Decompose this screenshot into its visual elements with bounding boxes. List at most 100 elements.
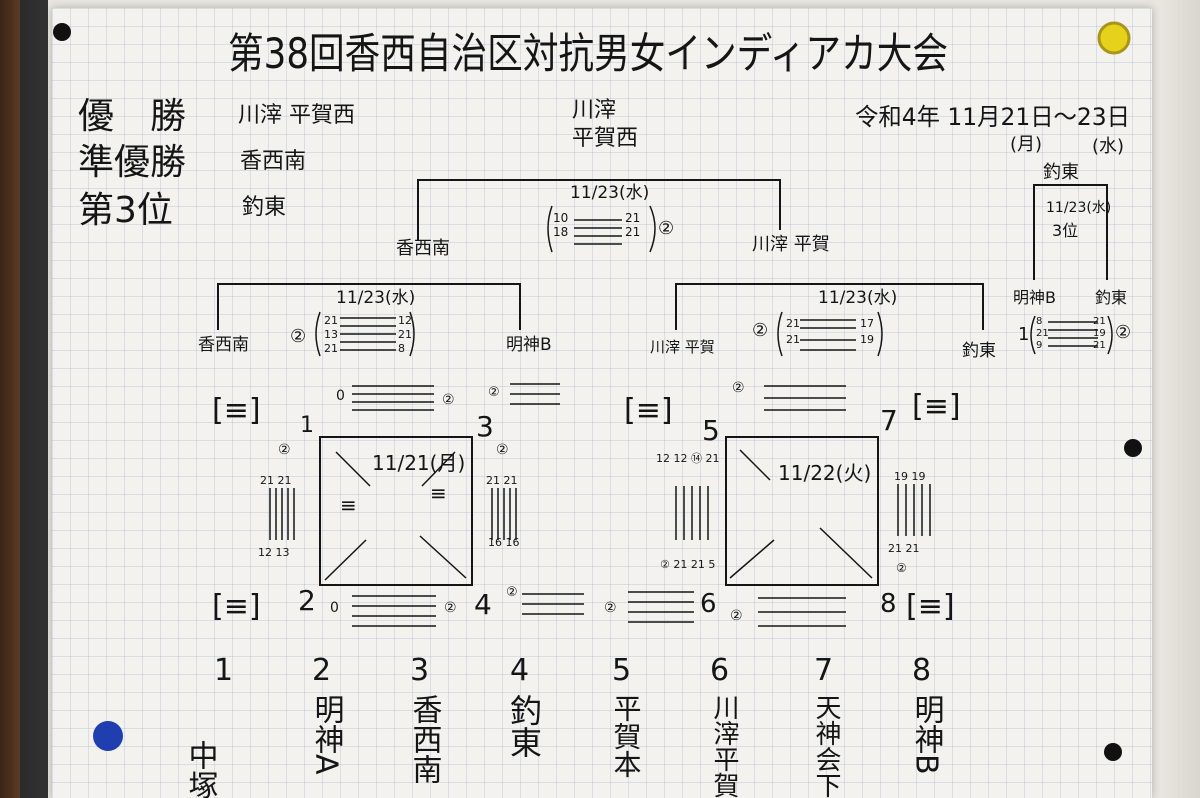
semi-left-bracket bbox=[217, 283, 521, 330]
block-right-date: 11/22(火) bbox=[778, 461, 871, 485]
third-team: 釣東 bbox=[242, 195, 286, 220]
handwritten-mark: [≡] bbox=[212, 393, 261, 428]
handwritten-mark: ② bbox=[496, 442, 509, 458]
semi-left-mark: ② bbox=[290, 326, 306, 347]
handwritten-mark: ② bbox=[732, 380, 745, 396]
third-place-score-left: 8 bbox=[1036, 316, 1042, 327]
team-number: 7 bbox=[814, 653, 833, 688]
winner-label: 優 勝 bbox=[78, 96, 186, 137]
third-place-score-right: 19 bbox=[1093, 328, 1106, 339]
handwritten-mark: 16 16 bbox=[488, 536, 520, 549]
ink-stroke bbox=[324, 451, 467, 581]
semi-right-score-right: 17 bbox=[860, 317, 874, 330]
ink-stroke bbox=[315, 311, 415, 357]
handwritten-mark: 12 13 bbox=[258, 546, 290, 559]
ink-stroke bbox=[491, 488, 517, 540]
runner-up-label: 準優勝 bbox=[78, 142, 186, 183]
semi-left-score-right: 21 bbox=[398, 328, 412, 341]
team-name: 川滓平賀西 bbox=[709, 694, 739, 798]
third-place-left-team: 明神B bbox=[1013, 288, 1056, 307]
final-date: 11/23(水) bbox=[570, 183, 649, 203]
team-number: 8 bbox=[912, 653, 931, 688]
third-place-score-right: 21 bbox=[1093, 340, 1106, 351]
black-pin bbox=[1104, 743, 1122, 761]
ink-stroke bbox=[764, 385, 846, 411]
bracket-sheet bbox=[52, 8, 1152, 798]
handwritten-mark: ② bbox=[488, 385, 500, 400]
team-name: 中塚 bbox=[183, 740, 218, 798]
ink-stroke bbox=[628, 591, 694, 623]
event-date: 令和4年 11月21日～23日 bbox=[855, 103, 1130, 131]
handwritten-mark: ② bbox=[604, 600, 617, 616]
block-right-num8: 8 bbox=[880, 589, 897, 619]
block-left-num1: 1 bbox=[300, 413, 314, 438]
semi-left-score-left: 13 bbox=[324, 328, 338, 341]
team-number: 5 bbox=[612, 653, 631, 688]
final-score-left: 18 bbox=[553, 225, 568, 239]
team-name: 明神B bbox=[909, 694, 945, 775]
block-right-num5: 5 bbox=[702, 414, 720, 447]
yellow-pin bbox=[1097, 21, 1131, 55]
event-day-start: (月) bbox=[1010, 134, 1042, 155]
handwritten-mark: 21 21 bbox=[486, 474, 518, 487]
semi-left-date: 11/23(水) bbox=[336, 288, 415, 308]
third-place-winner: 釣東 bbox=[1043, 162, 1079, 183]
handwritten-mark: 12 12 ⑭ 21 bbox=[656, 452, 719, 465]
champion-line2: 平賀西 bbox=[572, 126, 638, 151]
ink-stroke bbox=[1048, 321, 1098, 347]
handwritten-mark: ② bbox=[444, 600, 457, 616]
team-name: 明神A bbox=[309, 694, 345, 775]
runner-up-team: 香西南 bbox=[240, 149, 306, 174]
handwritten-mark: ② bbox=[278, 442, 291, 458]
ink-stroke bbox=[758, 597, 846, 627]
block-right-num7: 7 bbox=[880, 404, 898, 437]
final-score-left: 10 bbox=[553, 211, 568, 225]
winner-team: 川滓 平賀西 bbox=[238, 103, 355, 128]
final-score-bracket-left bbox=[547, 205, 553, 253]
team-name: 香西南 bbox=[407, 694, 442, 784]
handwritten-mark: 21 21 bbox=[888, 542, 920, 555]
block-right-num6: 6 bbox=[700, 589, 717, 619]
final-score-right: 21 bbox=[625, 211, 640, 225]
handwritten-mark: 21 21 bbox=[260, 474, 292, 487]
third-place-mark-right: ② bbox=[1115, 322, 1131, 343]
semi-right-score-right: 19 bbox=[860, 333, 874, 346]
block-left-num4: 4 bbox=[474, 588, 492, 621]
handwritten-mark: [≡] bbox=[906, 589, 955, 624]
semi-left-score-right: 8 bbox=[398, 342, 405, 355]
semi-left-score-left: 21 bbox=[324, 314, 338, 327]
semi-right-score-left: 21 bbox=[786, 317, 800, 330]
blue-pin bbox=[93, 721, 123, 751]
semi-left-team-left: 香西南 bbox=[198, 335, 249, 355]
team-name: 平賀本 bbox=[610, 694, 643, 778]
final-right-team: 川滓 平賀 bbox=[752, 234, 830, 255]
team-number: 1 bbox=[214, 653, 233, 688]
final-bracket bbox=[417, 179, 781, 240]
ink-stroke bbox=[574, 219, 622, 245]
semi-right-date: 11/23(水) bbox=[818, 288, 897, 308]
black-pin bbox=[53, 23, 71, 41]
handwritten-mark: 0 bbox=[330, 600, 339, 616]
ink-stroke bbox=[319, 436, 473, 586]
black-pin bbox=[1124, 439, 1142, 457]
final-score-right: 21 bbox=[625, 225, 640, 239]
ink-stroke bbox=[897, 484, 931, 536]
handwritten-mark: ② bbox=[506, 585, 518, 600]
third-place-mark-left: 1 bbox=[1018, 324, 1029, 345]
third-place-score-left: 9 bbox=[1036, 340, 1042, 351]
final-left-team: 香西南 bbox=[396, 238, 450, 259]
semi-right-team-left: 川滓 平賀 bbox=[650, 338, 715, 356]
page-title: 第38回香西自治区対抗男女インディアカ大会 bbox=[228, 29, 948, 78]
ink-stroke bbox=[340, 317, 396, 351]
handwritten-mark: [≡] bbox=[624, 393, 673, 428]
team-number: 4 bbox=[510, 653, 529, 688]
third-place-right-team: 釣東 bbox=[1095, 288, 1127, 307]
ink-stroke bbox=[522, 593, 584, 615]
champion-line1: 川滓 bbox=[572, 98, 616, 123]
semi-left-score-right: 12 bbox=[398, 314, 412, 327]
ink-stroke bbox=[777, 311, 883, 357]
handwritten-mark: [≡] bbox=[912, 389, 961, 424]
ink-stroke bbox=[1030, 315, 1113, 355]
